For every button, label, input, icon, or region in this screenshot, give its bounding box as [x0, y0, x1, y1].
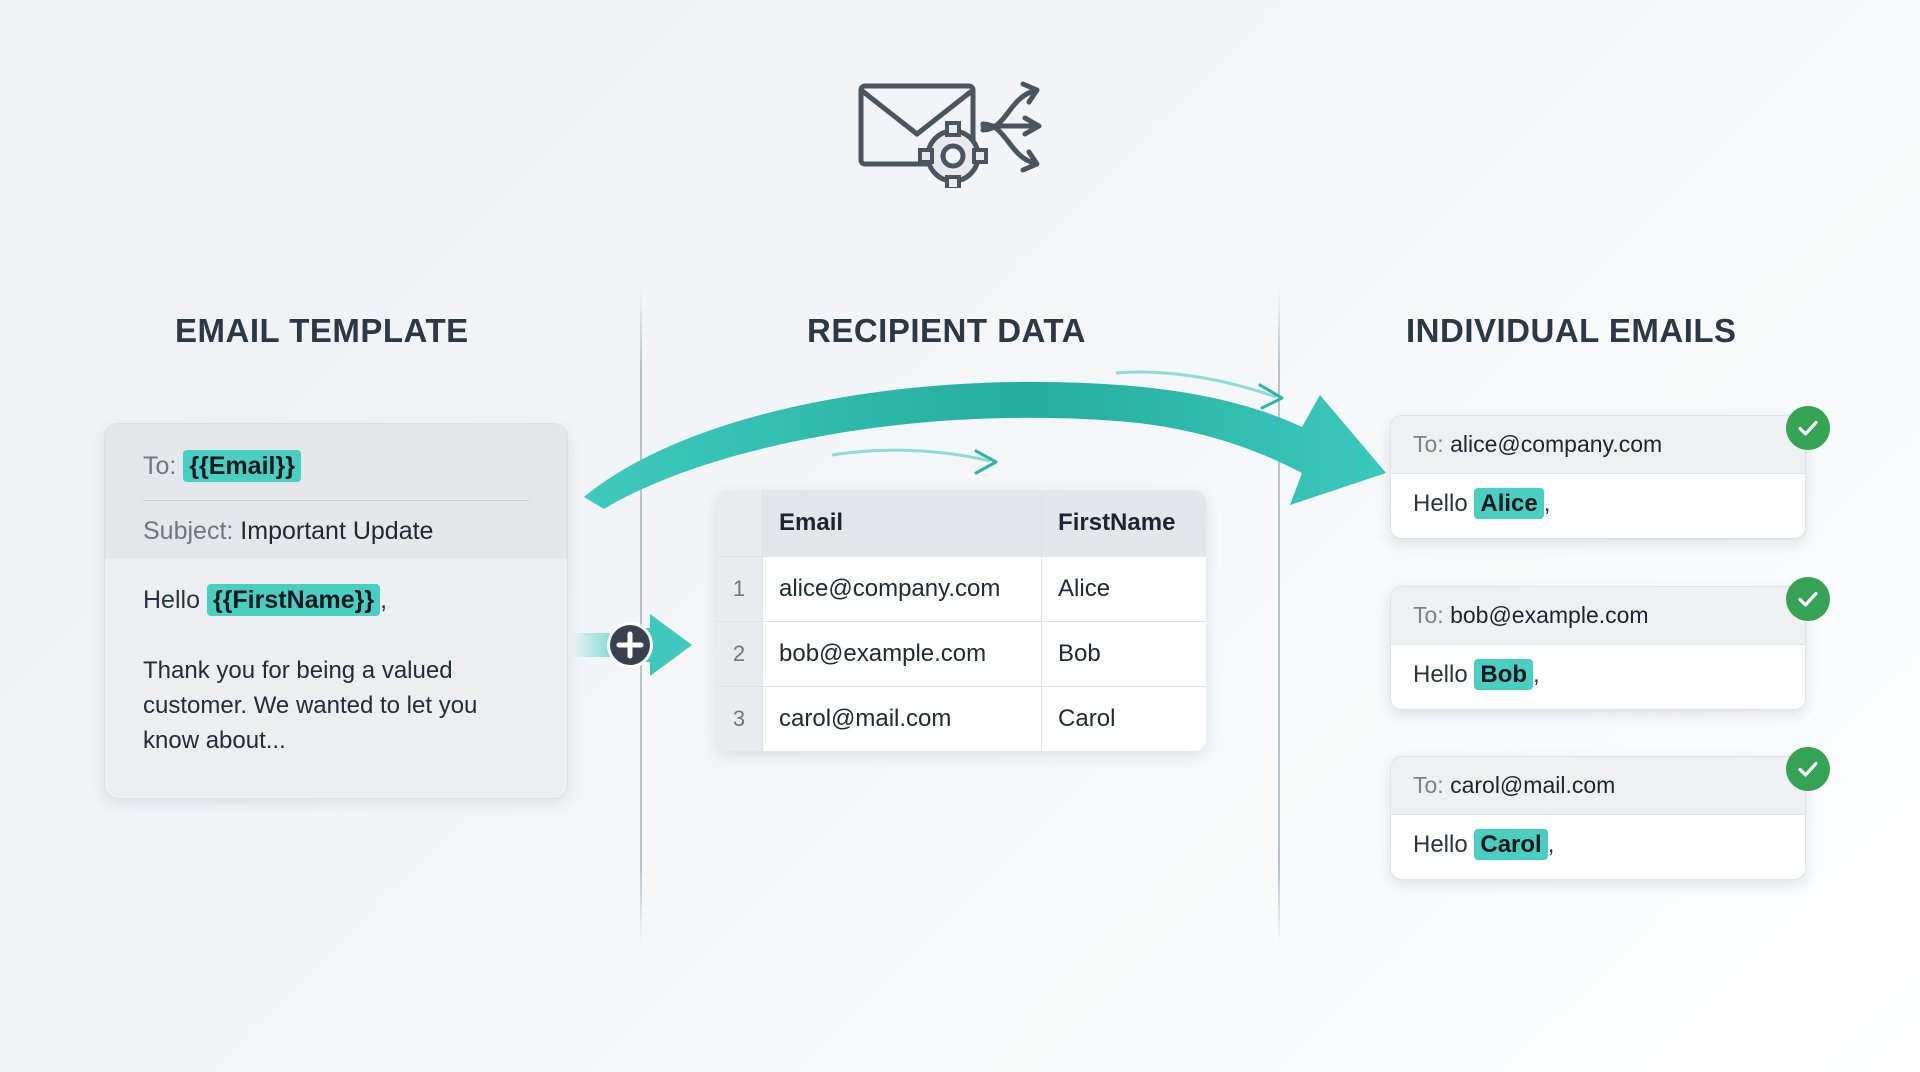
template-to-token: {{Email}}	[183, 450, 301, 482]
table-header-row: Email FirstName	[716, 490, 1206, 557]
email-recipient-name: Alice	[1474, 488, 1544, 519]
email-body: Hello Alice,	[1391, 474, 1805, 538]
email-greeting-suffix: ,	[1533, 661, 1540, 688]
email-to-header: To: alice@company.com	[1391, 416, 1805, 474]
template-subject-value: Important Update	[240, 517, 434, 545]
page-title-email-template: EMAIL TEMPLATE	[175, 312, 469, 349]
template-divider	[143, 500, 529, 501]
email-to-label: To:	[1413, 431, 1444, 457]
individual-email-card[interactable]: To: alice@company.com Hello Alice,	[1390, 415, 1806, 539]
row-index: 1	[716, 556, 763, 622]
table-header-firstname: FirstName	[1041, 490, 1206, 557]
template-body-text: Thank you for being a valued customer. W…	[143, 657, 478, 754]
email-greeting-suffix: ,	[1547, 831, 1555, 858]
email-template-card[interactable]: To: {{Email}} Subject: Important Update …	[104, 423, 568, 799]
arrow-right-icon	[636, 614, 692, 676]
page-title-individual-emails: INDIVIDUAL EMAILS	[1406, 312, 1737, 349]
template-subject-row: Subject: Important Update	[143, 511, 529, 551]
email-to-label: To:	[1413, 602, 1444, 628]
email-address: alice@company.com	[1450, 431, 1663, 457]
template-greeting-suffix: ,	[380, 586, 388, 614]
email-address: bob@example.com	[1450, 602, 1649, 628]
row-email: alice@company.com	[762, 556, 1043, 622]
template-firstname-token: {{FirstName}}	[206, 584, 381, 616]
envelope-icon	[858, 83, 976, 167]
email-to-label: To:	[1413, 772, 1444, 798]
email-recipient-name: Bob	[1474, 659, 1534, 690]
email-greeting-prefix: Hello	[1413, 490, 1468, 517]
row-email: bob@example.com	[762, 621, 1043, 687]
template-greeting-prefix: Hello	[143, 586, 200, 614]
email-recipient-name: Carol	[1474, 829, 1548, 860]
gear-icon	[918, 121, 988, 191]
template-to-row: To: {{Email}}	[143, 446, 529, 486]
table-row[interactable]: 3 carol@mail.com Carol	[716, 686, 1206, 751]
check-icon	[1786, 406, 1830, 450]
header-icon	[855, 68, 1065, 191]
email-greeting-suffix: ,	[1543, 490, 1551, 517]
row-index: 2	[716, 621, 763, 687]
row-index: 3	[716, 686, 763, 751]
merge-connector	[570, 600, 710, 690]
email-body: Hello Carol,	[1391, 815, 1805, 879]
email-address: carol@mail.com	[1450, 772, 1616, 798]
template-to-label: To:	[143, 452, 177, 480]
email-to-header: To: bob@example.com	[1391, 587, 1805, 645]
table-header-email: Email	[762, 490, 1043, 557]
table-row[interactable]: 2 bob@example.com Bob	[716, 621, 1206, 687]
table-header-index	[716, 490, 763, 557]
column-divider-2	[1278, 288, 1280, 944]
email-body: Hello Bob,	[1391, 645, 1805, 709]
email-to-header: To: carol@mail.com	[1391, 757, 1805, 815]
check-icon	[1786, 577, 1830, 621]
individual-email-card[interactable]: To: bob@example.com Hello Bob,	[1390, 586, 1806, 710]
email-greeting-prefix: Hello	[1413, 831, 1468, 858]
row-firstname: Bob	[1041, 621, 1206, 687]
template-header: To: {{Email}} Subject: Important Update	[105, 424, 567, 557]
row-firstname: Alice	[1041, 556, 1206, 622]
row-firstname: Carol	[1041, 686, 1206, 751]
page-title-recipient-data: RECIPIENT DATA	[807, 312, 1086, 349]
table-row[interactable]: 1 alice@company.com Alice	[716, 556, 1206, 622]
email-greeting-prefix: Hello	[1413, 661, 1468, 688]
individual-email-card[interactable]: To: carol@mail.com Hello Carol,	[1390, 756, 1806, 880]
template-greeting: Hello {{FirstName}},	[143, 584, 529, 616]
template-subject-label: Subject:	[143, 517, 234, 545]
template-body: Hello {{FirstName}}, Thank you for being…	[105, 557, 567, 798]
check-icon	[1786, 747, 1830, 791]
column-divider-1	[640, 288, 642, 944]
recipient-data-table[interactable]: Email FirstName 1 alice@company.com Alic…	[716, 490, 1206, 751]
row-email: carol@mail.com	[762, 686, 1043, 751]
